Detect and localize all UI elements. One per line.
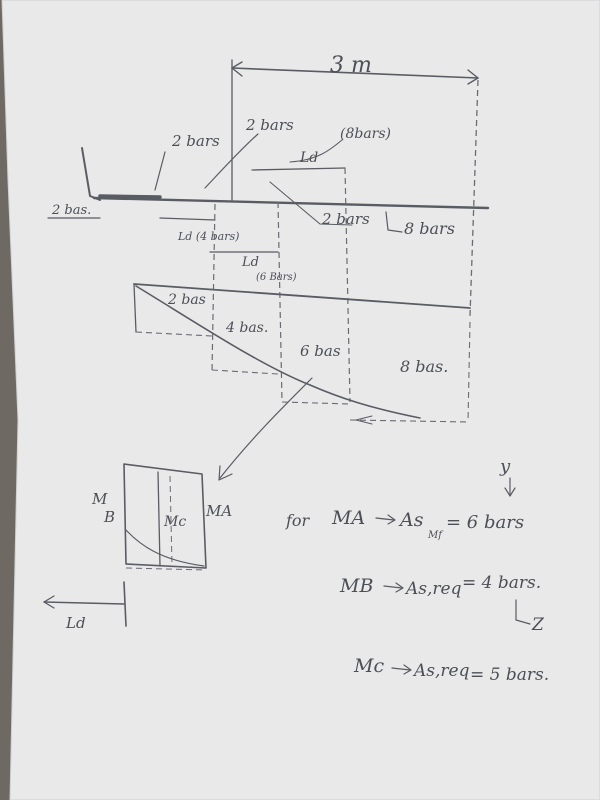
eq2-rhs: As,req [404,579,462,599]
eq-for: for [285,511,311,530]
label-2bars-leftend: 2 bas. [51,203,91,218]
y-arrow: y [499,456,516,497]
svg-text:y: y [499,456,511,477]
eq1-sub: Mf [427,530,444,541]
moment-diagram: 2 bas 4 bas. 6 bas 8 bas. [133,283,471,481]
label-mc: Mc [163,514,186,530]
label-ld-top: Ld [299,150,318,166]
eq1-lhs: MA [331,507,365,529]
label-8bars-right: 8 bars [404,219,455,238]
label-6bars-paren: (6 Bars) [256,272,297,283]
section-detail: M B Mc MA Ld [43,463,232,632]
label-diag-4bars: 4 bas. [225,320,268,336]
label-ld-4bars: Ld (4 bars) [177,230,239,243]
beam-sketch: 3 m 2 bars 2 bars (8bars) Ld 2 bas. 2 ba… [47,53,490,403]
label-diag-6bars: 6 bas [300,342,341,360]
eq1-rhs: As [398,509,424,531]
eq2-val: = 4 bars. [462,573,541,593]
label-2bars-mid: 2 bars [321,210,370,228]
eq1-val: = 6 bars [446,512,524,533]
label-diag-2bars: 2 bas [167,292,206,308]
label-8bars-top: (8bars) [340,126,391,142]
label-2bars-top: 2 bars [245,116,294,134]
label-z: Z [531,615,545,635]
span-label: 3 m [330,53,372,78]
equations: for MA As Mf = 6 bars MB As,req = 4 bars… [285,507,549,685]
eq2-lhs: MB [339,575,373,597]
label-ma: MA [205,502,232,520]
eq3-lhs: Mc [353,655,384,677]
label-mb-sub: B [103,508,115,526]
eq3-rhs: As,req [412,661,470,681]
label-ld-bottom: Ld [65,614,86,632]
label-mb: M [91,490,108,508]
eq3-val: = 5 bars. [470,665,549,685]
label-ld-6bars: Ld [241,255,259,270]
label-2bars-left: 2 bars [171,132,220,150]
label-diag-8bars: 8 bas. [400,357,448,376]
